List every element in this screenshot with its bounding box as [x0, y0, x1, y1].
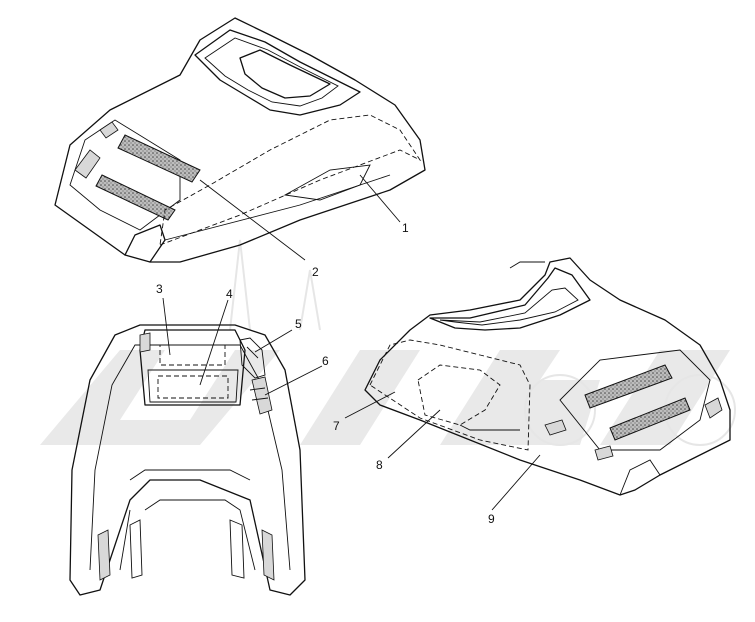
callout-1: 1: [402, 221, 409, 235]
callout-6: 6: [322, 354, 329, 368]
callout-3: 3: [156, 282, 163, 296]
callout-labels: 1 2 3 4 5 6 7 8 9: [156, 221, 495, 526]
callout-5: 5: [295, 317, 302, 331]
leader-lines: [162, 174, 541, 511]
hood-front-view: [69, 324, 306, 596]
callout-2: 2: [312, 265, 319, 279]
hood-top-view: [54, 17, 426, 263]
callout-4: 4: [226, 287, 233, 301]
callout-9: 9: [488, 512, 495, 526]
callout-7: 7: [333, 419, 340, 433]
hood-side-view: [364, 257, 731, 496]
callout-8: 8: [376, 458, 383, 472]
